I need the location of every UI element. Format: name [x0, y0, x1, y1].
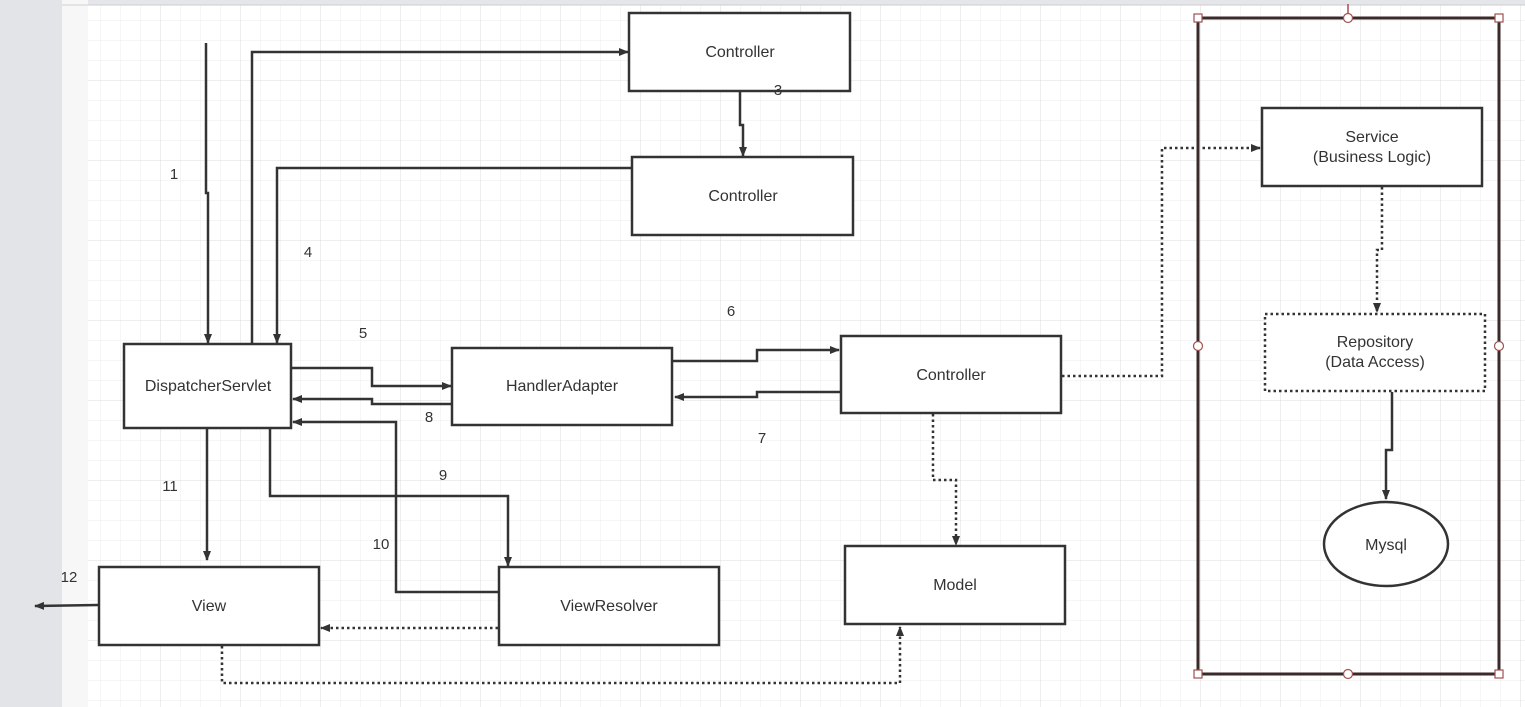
- resize-handle-se[interactable]: [1494, 669, 1504, 679]
- resize-handle-w[interactable]: [1192, 340, 1204, 352]
- controller-top-label: Controller: [705, 44, 775, 61]
- edge-dispatcher-to-viewresolver[interactable]: [268, 428, 512, 567]
- mysql-label: Mysql: [1365, 537, 1407, 554]
- service-label-line2: (Business Logic): [1313, 149, 1431, 166]
- dispatcher-servlet-label: DispatcherServlet: [145, 378, 272, 395]
- step-label-4: 4: [304, 244, 312, 261]
- page-gutter: [0, 0, 62, 707]
- resize-handle-sw[interactable]: [1193, 669, 1203, 679]
- step-label-6: 6: [727, 303, 735, 320]
- edge-repository-to-mysql[interactable]: [1382, 392, 1394, 500]
- repository-label-line1: Repository: [1337, 334, 1413, 351]
- model-node[interactable]: [843, 544, 1067, 626]
- nodes: [97, 11, 1487, 647]
- step-labels: 1 3 4 5 6 7 8 9 10 11 12: [61, 82, 783, 586]
- edge-service-to-repository[interactable]: [1373, 187, 1384, 313]
- handler-adapter-label: HandlerAdapter: [506, 378, 619, 395]
- step-label-10: 10: [373, 536, 390, 553]
- model-label: Model: [933, 577, 977, 594]
- view-resolver-node[interactable]: [497, 565, 721, 647]
- node-labels: Controller Controller DispatcherServlet …: [145, 44, 1431, 615]
- dispatcher-servlet-node[interactable]: [122, 342, 293, 430]
- step-label-9: 9: [439, 467, 447, 484]
- edge-controller-mid-to-dispatcher[interactable]: [273, 166, 632, 344]
- resize-handle-ne[interactable]: [1494, 13, 1504, 23]
- page-margin: [62, 0, 88, 707]
- resize-handle-e[interactable]: [1493, 340, 1505, 352]
- edge-dispatcher-to-adapter[interactable]: [292, 366, 452, 390]
- service-label-line1: Service: [1345, 129, 1398, 146]
- controller-mid-node[interactable]: [630, 155, 855, 237]
- step-label-3: 3: [774, 82, 782, 99]
- repository-node[interactable]: [1263, 312, 1487, 393]
- edge-request-in[interactable]: [204, 43, 212, 344]
- edge-adapter-to-controller[interactable]: [673, 346, 840, 363]
- edge-controller-to-model[interactable]: [931, 414, 960, 546]
- step-label-12: 12: [61, 569, 78, 586]
- service-node[interactable]: [1260, 106, 1484, 188]
- step-label-1: 1: [170, 166, 178, 183]
- handler-adapter-node[interactable]: [450, 346, 674, 427]
- controller-main-label: Controller: [916, 367, 986, 384]
- step-label-8: 8: [425, 409, 433, 426]
- dotted-edges: [220, 144, 1384, 685]
- edge-dispatcher-to-controller-top[interactable]: [250, 48, 629, 343]
- mysql-node[interactable]: [1322, 500, 1450, 588]
- view-label: View: [192, 598, 227, 615]
- edge-viewresolver-to-dispatcher[interactable]: [292, 418, 498, 594]
- controller-mid-label: Controller: [708, 188, 778, 205]
- step-label-11: 11: [162, 478, 178, 495]
- repository-label-line2: (Data Access): [1325, 354, 1425, 371]
- edge-controller-to-adapter[interactable]: [674, 390, 840, 401]
- controller-main-node[interactable]: [839, 334, 1063, 415]
- controller-top-node[interactable]: [627, 11, 852, 93]
- edge-view-to-model[interactable]: [220, 626, 904, 685]
- selection-handles: [1192, 12, 1505, 680]
- resize-handle-nw[interactable]: [1193, 13, 1203, 23]
- edge-controller-to-service[interactable]: [1062, 144, 1261, 378]
- resize-handle-n[interactable]: [1342, 12, 1354, 24]
- step-label-5: 5: [359, 325, 367, 342]
- solid-edges: [34, 43, 1394, 610]
- edge-response-out[interactable]: [34, 601, 99, 610]
- edge-adapter-to-dispatcher[interactable]: [292, 395, 452, 406]
- backend-container[interactable]: [1192, 4, 1505, 680]
- edge-controller-top-to-mid[interactable]: [738, 92, 747, 157]
- resize-handle-s[interactable]: [1342, 668, 1354, 680]
- view-resolver-label: ViewResolver: [560, 598, 658, 615]
- view-node[interactable]: [97, 565, 321, 647]
- step-label-7: 7: [758, 430, 766, 447]
